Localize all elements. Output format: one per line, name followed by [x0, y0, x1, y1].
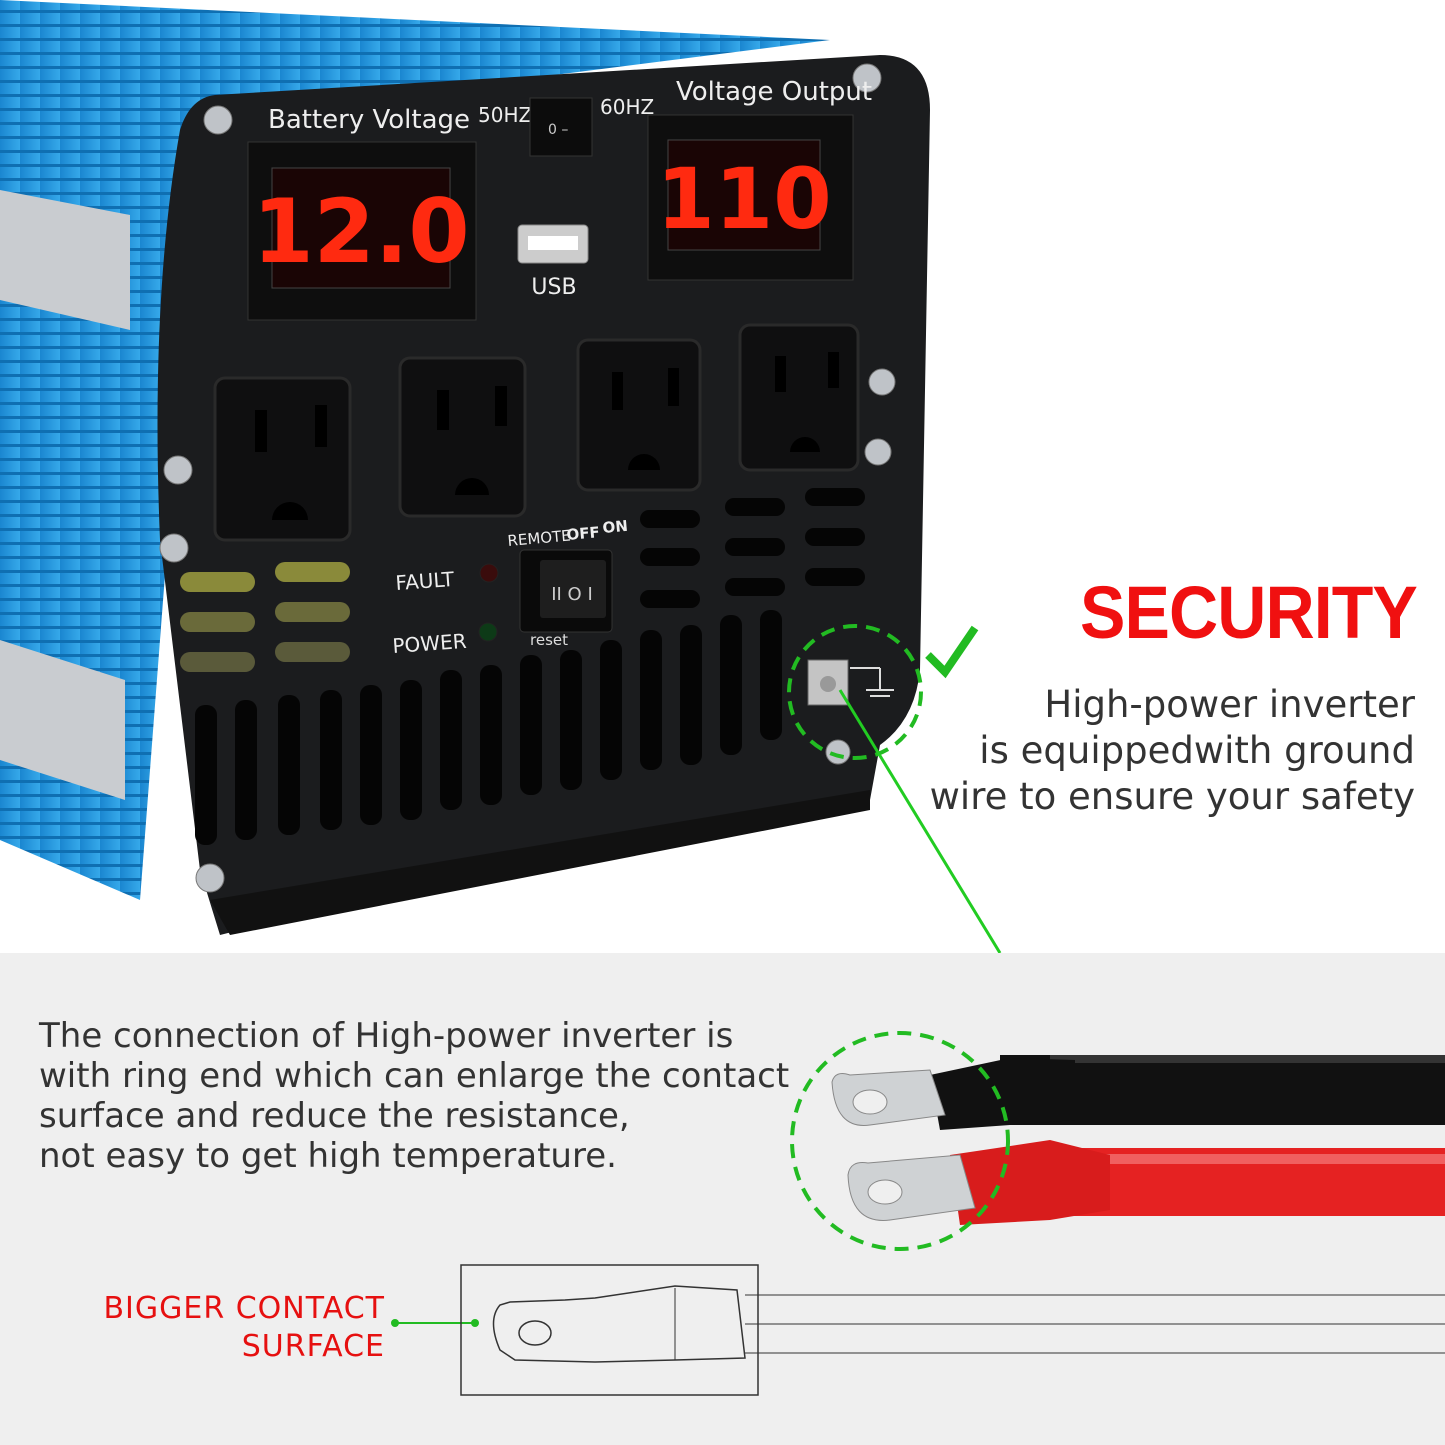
battery-voltage-label: Battery Voltage	[268, 105, 470, 135]
terminal-diagram	[391, 1264, 1445, 1396]
output-voltage-display: 110	[656, 150, 831, 248]
voltage-output-label: Voltage Output	[676, 77, 872, 107]
black-cable-sleeve	[930, 1058, 1075, 1130]
battery-voltage-display: 12.0	[252, 180, 469, 283]
off-label: OFF	[566, 523, 601, 544]
security-title: SECURITY	[1080, 571, 1418, 654]
terminal-highlight-circle	[790, 1031, 1010, 1251]
vents	[180, 488, 865, 845]
svg-text:0 –: 0 –	[548, 122, 568, 138]
inverter-image: Battery Voltage 50HZ 60HZ Voltage Output…	[0, 0, 1002, 953]
usb-label: USB	[531, 275, 576, 300]
diagram-frame	[460, 1264, 759, 1396]
ground-highlight-circle	[787, 624, 923, 760]
ac-outlet	[398, 356, 527, 518]
ground-symbol-icon	[850, 667, 894, 697]
bigger-contact-label: BIGGER CONTACT SURFACE	[103, 1291, 385, 1364]
fault-led	[479, 563, 499, 583]
red-cable-sleeve	[950, 1140, 1110, 1225]
ring-terminal-outline	[492, 1285, 746, 1363]
checkmark-icon	[925, 625, 979, 679]
screws	[159, 63, 896, 893]
on-label: ON	[602, 517, 629, 537]
red-ring-terminal	[847, 1154, 976, 1221]
power-label: POWER	[392, 629, 468, 658]
cable-image	[790, 1031, 1445, 1251]
freq-60-label: 60HZ	[600, 95, 654, 119]
connection-description: The connection of High-power inverter is…	[39, 1016, 790, 1176]
ground-wire	[838, 689, 1002, 953]
freq-50-label: 50HZ	[478, 103, 532, 127]
svg-text:II O I: II O I	[551, 584, 593, 605]
reset-label: reset	[530, 631, 568, 649]
security-description: High-power inverter is equippedwith grou…	[929, 683, 1415, 818]
fault-label: FAULT	[395, 567, 456, 595]
remote-label: REMOTE	[507, 527, 572, 550]
frequency-switch[interactable]	[529, 97, 593, 157]
power-led	[478, 622, 498, 642]
black-ring-terminal	[831, 1069, 946, 1126]
